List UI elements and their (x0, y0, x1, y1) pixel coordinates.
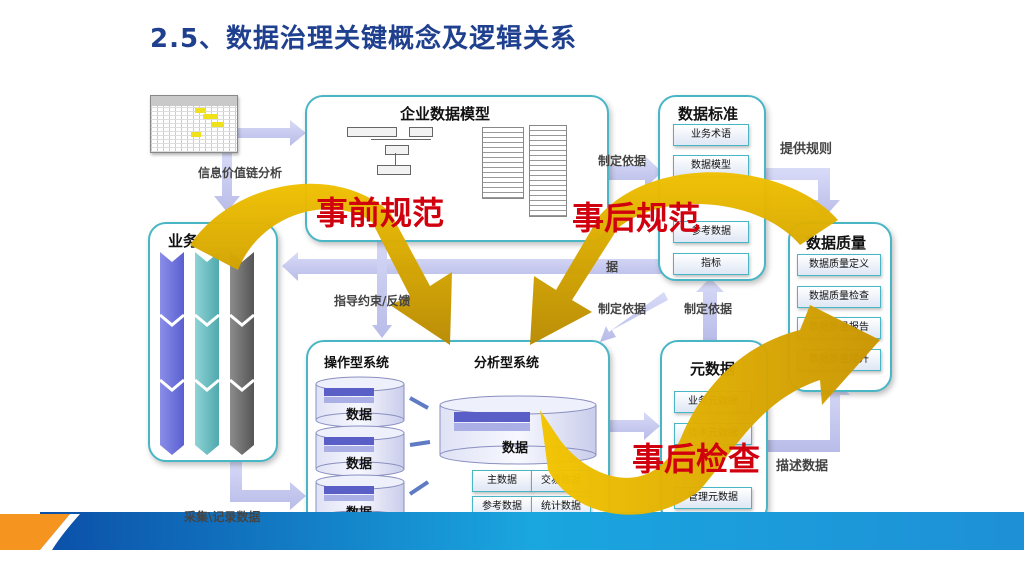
label-describe-data: 描述数据 (776, 459, 829, 474)
analytical-system-title: 分析型系统 (474, 356, 540, 371)
business-column-gray (230, 252, 254, 455)
standard-item-business-terms: 业务术语 (673, 124, 749, 146)
operational-system-title: 操作型系统 (324, 356, 390, 371)
value-chain-matrix-image (150, 95, 238, 153)
model-entity-list-thumbnail-2 (529, 125, 567, 217)
label-basis-2: 制定依据 (598, 302, 647, 316)
label-post-check: 事后检查 (632, 440, 761, 478)
data-standard-title: 数据标准 (678, 105, 739, 123)
model-diagram-thumbnail (347, 127, 467, 177)
operational-cylinder-1-label: 数据 (346, 408, 373, 423)
analytical-item-master-data: 主数据 (472, 470, 532, 492)
model-entity-list-thumbnail (482, 127, 524, 199)
gold-arrow-pre-norm (190, 183, 452, 345)
arrow-valuechain-to-model (236, 120, 306, 146)
operational-cylinder-2-label: 数据 (346, 457, 373, 472)
arrow-valuechain-down (214, 150, 240, 212)
gold-arrow-post-check (540, 305, 880, 515)
business-column-teal (195, 252, 219, 455)
label-post-norm: 事后规范 (572, 199, 701, 237)
label-collect-record-data: 采集\记录数据 (184, 510, 261, 524)
label-provide-rules: 提供规则 (780, 142, 833, 157)
operational-cylinder-2 (315, 425, 405, 477)
operational-cylinder-1 (315, 376, 405, 428)
arrow-standard-to-analytical (600, 292, 668, 342)
business-title: 业务 (168, 232, 199, 250)
arrow-op3-to-analytical (408, 480, 430, 496)
arrow-business-to-operational (230, 458, 306, 510)
label-basis-partial: 据 (606, 260, 619, 274)
label-basis-3: 制定依据 (684, 302, 733, 316)
label-value-chain-analysis: 信息价值链分析 (198, 166, 283, 180)
standard-item-indicator: 指标 (673, 253, 749, 275)
label-pre-norm: 事前规范 (316, 194, 445, 232)
arrow-analytical-to-metadata (606, 412, 660, 440)
business-column-blue (160, 252, 184, 455)
bottom-decor-bar (0, 512, 1024, 550)
enterprise-data-model-title: 企业数据模型 (400, 105, 491, 123)
arrow-model-standard (608, 156, 662, 188)
arrow-model-operational (372, 228, 392, 338)
page-title: 2.5、数据治理关键概念及逻辑关系 (150, 24, 578, 54)
quality-item-check: 数据质量检查 (797, 286, 881, 308)
arrow-metadata-to-standard (696, 278, 724, 340)
quality-item-definition: 数据质量定义 (797, 254, 881, 276)
enterprise-data-model-box: 企业数据模型 (305, 95, 609, 242)
arrow-op1-to-analytical (409, 396, 429, 410)
standard-item-reference-data: 参考数据 (673, 221, 749, 243)
label-basis-1: 制定依据 (598, 154, 647, 168)
data-quality-title: 数据质量 (806, 234, 867, 252)
arrow-op2-to-analytical (409, 440, 431, 447)
gold-arrow-post-norm (530, 172, 838, 345)
label-guide-feedback: 指导约束/反馈 (334, 294, 411, 308)
analytical-cylinder-label: 数据 (502, 441, 529, 456)
